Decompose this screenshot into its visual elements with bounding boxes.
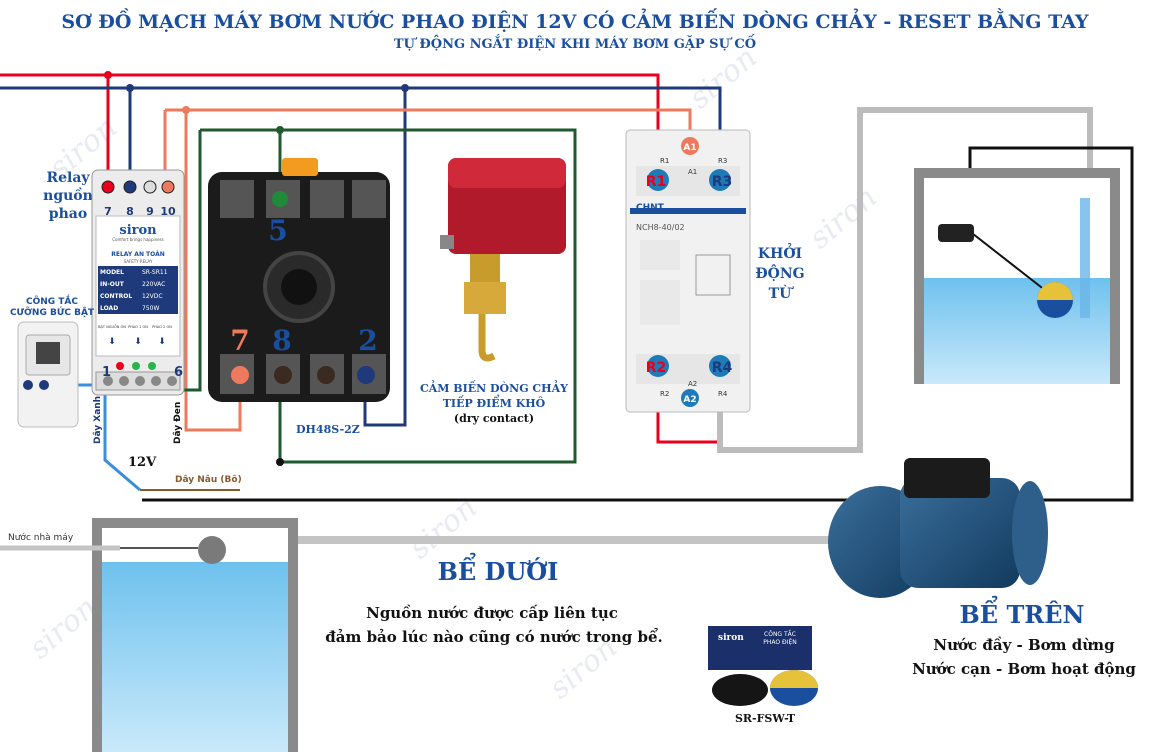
relay-led_labels-0: BẬT NGUỒN ON — [98, 324, 126, 329]
watermark: siron — [23, 590, 104, 666]
relay-device_name: RELAY AN TOÀN — [111, 251, 165, 258]
product-box_title_2: PHAO ĐIỆN — [763, 638, 796, 646]
relay-spec-table: MODEL SR-SR11 IN-OUT 220VAC CONTROL 12VD… — [98, 266, 178, 314]
inlet-label: Nước nhà máy — [8, 532, 74, 543]
contactor-r1: R1 — [646, 174, 667, 190]
svg-text:⬇: ⬇ — [158, 337, 166, 347]
timer-socket: 5 7 8 2 — [208, 158, 390, 402]
relay-label_lines-2: phao — [49, 206, 87, 222]
timer-terminal-5: 5 — [268, 214, 287, 247]
flow_sensor-label_lines-2: (dry contact) — [454, 412, 534, 425]
timer-terminal-8: 8 — [272, 324, 291, 357]
switch-label-1: CÔNG TẮC — [26, 294, 78, 307]
svg-text:⬇: ⬇ — [134, 337, 142, 347]
product-brand: siron — [718, 633, 744, 643]
relay-spec_rows-3-value: 750W — [142, 305, 159, 312]
relay-led_labels-1: PHAO 1 ON — [128, 325, 148, 329]
page-title: SƠ ĐỒ MẠCH MÁY BƠM NƯỚC PHAO ĐIỆN 12V CÓ… — [61, 7, 1089, 33]
contactor-r4: R4 — [712, 360, 733, 376]
flow-sensor — [440, 158, 566, 362]
contactor-brand: CHNT — [636, 203, 665, 213]
timer-terminal-7: 7 — [230, 324, 249, 357]
flow_sensor-label_lines-0: CẢM BIẾN DÒNG CHẢY — [420, 380, 568, 395]
product-caption: SR-FSW-T — [735, 712, 796, 725]
relay-label_lines-0: Relay — [46, 170, 90, 186]
lower-tank-title: BỂ DƯỚI — [438, 553, 559, 586]
contactor-label_lines-1: ĐỘNG — [755, 263, 804, 282]
svg-text:⬇: ⬇ — [108, 337, 116, 347]
brown-wire-label: Dây Nâu (Bô) — [175, 474, 242, 485]
flow-sensor-label: CẢM BIẾN DÒNG CHẢY TIẾP ĐIỂM KHÔ (dry co… — [420, 380, 568, 425]
relay-terminal-7 — [101, 180, 115, 194]
switch-label-2: CƯỠNG BỨC BẬT — [10, 306, 95, 318]
relay-led_labels-2: PHAO 2 ON — [152, 325, 172, 329]
relay-brand_sub: Comfort brings happiness — [112, 237, 164, 242]
relay-label: Relay nguồn phao — [43, 170, 93, 222]
voltage-label: 12V — [128, 455, 157, 470]
watermark: siron — [803, 180, 884, 256]
timer-model: DH48S-2Z — [296, 423, 360, 436]
relay-spec_rows-1-value: 220VAC — [142, 281, 165, 288]
green-wire-label: Dây Xanh — [93, 396, 103, 444]
contactor-small_labels-r2: R2 — [660, 390, 669, 398]
product-image: siron CÔNG TẮC PHAO ĐIỆN — [708, 626, 818, 706]
contactor-label_lines-0: KHỞI — [758, 242, 802, 262]
contactor-small_labels-a1: A1 — [688, 168, 697, 176]
relay-device_sub: SAFETY RELAY — [124, 259, 153, 264]
contactor-small_labels-r3: R3 — [718, 157, 727, 165]
lower-tank-desc-1: Nguồn nước được cấp liên tục — [366, 604, 618, 622]
relay-bottom_left: 1 — [102, 365, 111, 380]
relay-top_terminals-3: 10 — [160, 205, 176, 218]
relay-terminal-9 — [143, 180, 157, 194]
junction-dots — [104, 71, 409, 466]
lower-tank-desc-2: đảm bảo lúc nào cũng có nước trong bể. — [325, 628, 662, 646]
relay-top_terminals-0: 7 — [104, 205, 112, 218]
relay-spec_rows-2-value: 12VDC — [142, 293, 163, 300]
upper-tank-title: BỂ TRÊN — [960, 596, 1085, 629]
relay-brand: siron — [119, 223, 157, 238]
page-subtitle: TỰ ĐỘNG NGẮT ĐIỆN KHI MÁY BƠM GẶP SỰ CỐ — [394, 34, 756, 52]
relay-label_lines-1: nguồn — [43, 187, 93, 204]
relay-top_terminals-2: 9 — [146, 205, 154, 218]
relay-bottom_right: 6 — [174, 365, 183, 380]
contactor-small_labels-a2: A2 — [688, 380, 697, 388]
relay-terminal-10 — [161, 180, 175, 194]
upper-tank-line1: Nước đầy - Bơm dừng — [933, 636, 1115, 654]
override-switch — [17, 321, 79, 428]
flow_sensor-label_lines-1: TIẾP ĐIỂM KHÔ — [443, 394, 546, 410]
black-wire-label: Dây Đen — [173, 402, 183, 444]
contactor-small_labels-r4: R4 — [718, 390, 728, 398]
upper-tank-line2: Nước cạn - Bơm hoạt động — [912, 660, 1136, 678]
relay-spec_rows-0-value: SR-SR11 — [142, 269, 168, 276]
lower-tank — [0, 518, 298, 752]
relay-spec_rows-1-key: IN-OUT — [100, 281, 125, 288]
upper-tank — [914, 168, 1120, 384]
relay-top_terminals-1: 8 — [126, 205, 134, 218]
contactor-a1: A1 — [683, 143, 696, 153]
contactor-small_labels-r1: R1 — [660, 157, 669, 165]
relay-terminal-8 — [123, 180, 137, 194]
product-box_title_1: CÔNG TẮC — [764, 630, 796, 638]
relay-spec_rows-3-key: LOAD — [100, 305, 118, 312]
contactor-label_lines-2: TỪ — [769, 284, 794, 302]
safety-relay: 7 8 9 10 siron Comfort brings happiness … — [91, 169, 185, 396]
contactor-a2: A2 — [683, 395, 696, 405]
contactor-model: NCH8-40/02 — [636, 223, 685, 232]
relay-spec_rows-0-key: MODEL — [100, 269, 124, 276]
contactor-r3: R3 — [712, 174, 733, 190]
contactor: R1 R3 A1 R2 R4 A2 R1 R3 A1 R2 R4 A2 CHNT… — [625, 129, 751, 413]
contactor-label: KHỞI ĐỘNG TỪ — [755, 242, 804, 302]
contactor-r2: R2 — [646, 360, 667, 376]
relay-spec_rows-2-key: CONTROL — [100, 293, 132, 300]
timer-terminal-2: 2 — [358, 324, 377, 357]
